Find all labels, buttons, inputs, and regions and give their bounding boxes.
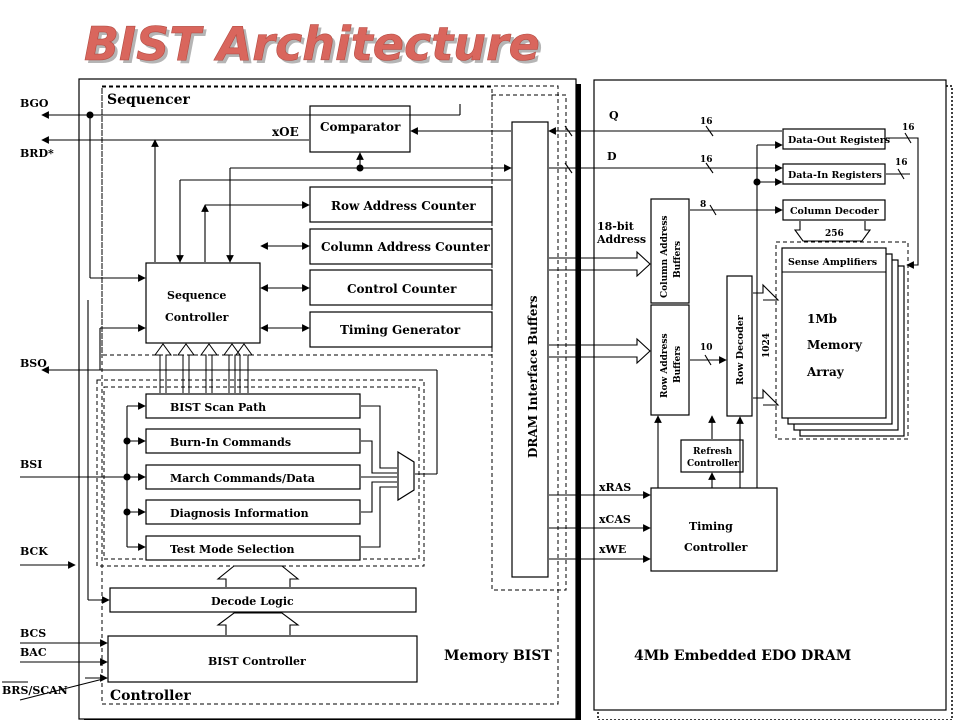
controller-region: [101, 85, 559, 705]
bist-controller-block: [107, 635, 418, 683]
scan-to-sequencer-arrows: [154, 343, 253, 393]
pin-bck-label: BCK: [20, 545, 48, 558]
pin-brs-scan-label: BRS/SCAN: [2, 684, 68, 697]
pin-bgo-label: BGO: [20, 97, 49, 110]
data-in-registers-block: [782, 163, 886, 185]
d-label: D: [607, 150, 617, 163]
pin-bcs-label: BCS: [20, 627, 46, 640]
sequencer-label: Sequencer: [107, 92, 191, 108]
row-decoder-block: [726, 275, 753, 417]
controller-to-decode-arrow: [216, 612, 300, 635]
q-label: Q: [609, 109, 619, 122]
timing-controller-label-1: Timing: [689, 520, 733, 533]
decode-logic-block: [109, 587, 417, 613]
data-out-registers-label: Data-Out Registers: [788, 135, 890, 146]
bus-10-label: 10: [700, 343, 713, 353]
march-commands-label: March Commands/Data: [170, 472, 315, 485]
bus-1024-label: 1024: [762, 333, 772, 358]
sense-amplifiers-label: Sense Amplifiers: [788, 257, 877, 268]
column-address-buffers-label-2: Buffers: [673, 241, 683, 278]
dram-label: 4Mb Embedded EDO DRAM: [634, 648, 851, 664]
column-address-counter-label: Column Address Counter: [321, 240, 490, 254]
bist-controller-label: BIST Controller: [208, 655, 306, 668]
diagnosis-information-block: [145, 499, 361, 525]
memory-array-stack: [775, 241, 909, 440]
bist-scan-path-block: [145, 393, 361, 419]
pin-bso-label: BSO: [20, 357, 47, 370]
refresh-controller-block: [680, 439, 744, 473]
data-in-registers-label: Data-In Registers: [788, 170, 882, 181]
bist-scan-path-label: BIST Scan Path: [170, 401, 266, 414]
memory-array-label-2: Memory: [807, 338, 863, 352]
march-commands-block: [145, 464, 361, 490]
burn-in-commands-block: [145, 428, 361, 454]
xoe-label: xOE: [272, 125, 299, 139]
column-decoder-block: [782, 199, 886, 221]
bus-16-dout-label: 16: [902, 123, 915, 133]
test-mode-selection-label: Test Mode Selection: [170, 543, 294, 556]
column-decoder-label: Column Decoder: [790, 206, 880, 217]
row-address-buffers-block: [650, 304, 690, 416]
burn-in-commands-label: Burn-In Commands: [170, 436, 291, 449]
bist-wiring: [19, 104, 512, 701]
timing-controller-block: [650, 487, 778, 572]
bus-256-label: 256: [825, 229, 844, 239]
sequence-controller-label-1: Sequence: [167, 289, 226, 302]
column-address-buffers-block: [650, 198, 690, 304]
sequence-controller-block: [145, 262, 261, 344]
control-counter-label: Control Counter: [347, 282, 457, 296]
row-address-buffers-label-2: Buffers: [673, 346, 683, 383]
refresh-controller-label-1: Refresh: [693, 447, 733, 457]
row-address-counter-block: [309, 186, 493, 223]
refresh-controller-label-2: Controller: [687, 459, 739, 469]
diagnosis-information-label: Diagnosis Information: [170, 507, 309, 520]
scan-region-outer: [96, 379, 425, 567]
dram-wiring: [548, 125, 919, 563]
row-address-counter-label: Row Address Counter: [331, 199, 476, 213]
memory-bist-label: Memory BIST: [444, 648, 552, 664]
page-title-shadow: BIST Architecture: [87, 20, 543, 74]
test-mode-selection-block: [145, 535, 361, 561]
row-decoder-label: Row Decoder: [735, 314, 746, 385]
row-address-buffers-label-1: Row Address: [660, 333, 670, 398]
bus-16-d-label: 16: [700, 155, 713, 165]
decode-to-scan-arrow: [216, 565, 300, 587]
page-title: BIST Architecture: [84, 17, 540, 71]
xwe-label: xWE: [599, 543, 626, 556]
pin-bsi-label: BSI: [20, 458, 42, 471]
pin-bac-label: BAC: [20, 646, 47, 659]
column-address-buffers-label-1: Column Address: [660, 216, 670, 299]
decode-logic-label: Decode Logic: [211, 595, 294, 608]
data-out-registers-block: [782, 128, 886, 150]
xcas-label: xCAS: [599, 513, 631, 526]
timing-generator-label: Timing Generator: [340, 323, 461, 337]
memory-array-label-3: Array: [806, 365, 845, 379]
address-label: Address: [596, 233, 646, 246]
xras-label: xRAS: [599, 481, 631, 494]
sequence-controller-label-2: Controller: [165, 311, 229, 324]
dram-interface-buffers-block: [511, 121, 549, 578]
address-bits-label: 18-bit: [597, 220, 635, 233]
controller-label: Controller: [110, 688, 191, 704]
control-counter-block: [309, 269, 493, 306]
timing-generator-block: [309, 311, 493, 348]
timing-controller-label-2: Controller: [684, 541, 748, 554]
pin-brd-label: BRD*: [20, 147, 54, 160]
multiplexer-symbol: [397, 450, 415, 502]
comparator-label: Comparator: [320, 120, 401, 134]
column-address-counter-block: [309, 228, 493, 265]
memory-array-label-1: 1Mb: [807, 312, 837, 326]
bus-16-q-label: 16: [700, 117, 713, 127]
bus-16-din-label: 16: [895, 158, 908, 168]
comparator-block: [309, 105, 411, 153]
bus-8-label: 8: [700, 200, 706, 210]
dram-interface-buffers-label: DRAM Interface Buffers: [526, 295, 540, 458]
